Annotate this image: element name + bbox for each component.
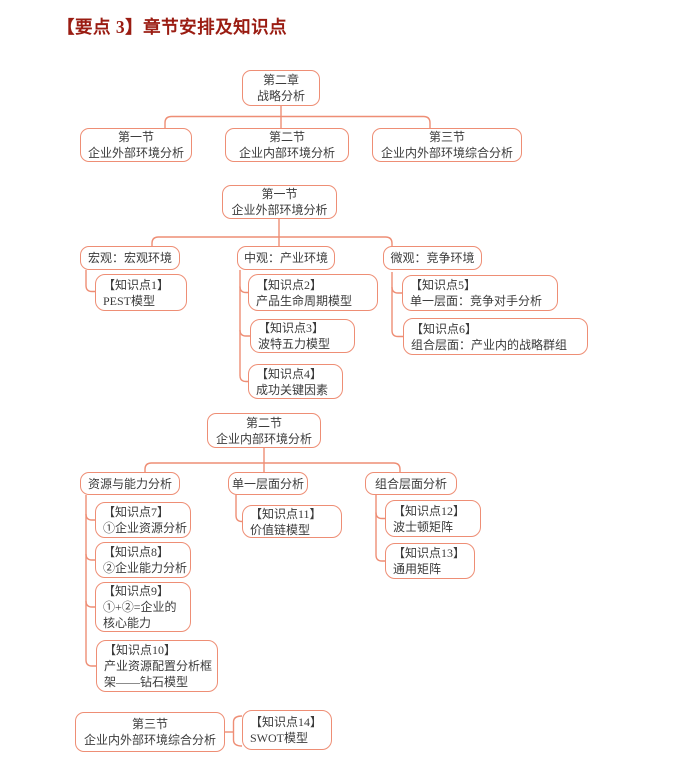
- node-micro-env-label: 微观：竞争环境: [390, 251, 475, 265]
- node-macro-env-label: 宏观：宏观环境: [87, 251, 172, 265]
- kp11-title: 【知识点11】: [250, 506, 322, 521]
- node-combined-level: 组合层面分析: [365, 472, 457, 495]
- kp1-title: 【知识点1】: [103, 277, 170, 292]
- knowledge-point-13: 【知识点13】 通用矩阵: [385, 543, 475, 579]
- node-chapter2: 第二章 战略分析: [242, 70, 320, 106]
- kp13-title: 【知识点13】: [393, 546, 466, 560]
- node-section1: 第一节 企业外部环境分析: [80, 128, 192, 162]
- knowledge-point-2: 【知识点2】 产品生命周期模型: [248, 274, 378, 311]
- page-title: 【要点 3】章节安排及知识点: [57, 17, 288, 37]
- kp13-body: 通用矩阵: [393, 562, 442, 576]
- kp3-title: 【知识点3】: [258, 321, 325, 335]
- kp8-body: ②企业能力分析: [103, 561, 188, 575]
- node-chapter2-line2: 战略分析: [256, 89, 305, 103]
- node-section1-line2: 企业外部环境分析: [87, 146, 184, 160]
- kp2-title: 【知识点2】: [256, 277, 323, 292]
- kp6-body: 组合层面：产业内的战略群组: [411, 337, 568, 352]
- kp3-body: 波特五力模型: [258, 337, 331, 351]
- node-section1-root-line1: 第一节: [261, 187, 298, 201]
- kp4-title: 【知识点4】: [256, 366, 323, 381]
- kp4-body: 成功关键因素: [256, 382, 329, 397]
- kp14-title: 【知识点14】: [250, 715, 323, 729]
- kp8-title: 【知识点8】: [103, 545, 170, 559]
- kp2-body: 产品生命周期模型: [256, 293, 353, 308]
- kp5-body: 单一层面：竞争对手分析: [410, 294, 543, 308]
- knowledge-point-3: 【知识点3】 波特五力模型: [250, 319, 355, 353]
- knowledge-point-10: 【知识点10】 产业资源配置分析框架——钻石模型: [96, 640, 218, 692]
- kp5-title: 【知识点5】: [410, 278, 477, 292]
- kp11-body: 价值链模型: [250, 522, 311, 537]
- node-meso-env-label: 中观：产业环境: [243, 251, 328, 265]
- kp12-body: 波士顿矩阵: [393, 519, 454, 534]
- node-section3: 第三节 企业内外部环境综合分析: [372, 128, 522, 162]
- node-resources-capability: 资源与能力分析: [80, 472, 180, 495]
- node-section2-root: 第二节 企业内部环境分析: [207, 413, 321, 448]
- node-single-level: 单一层面分析: [228, 472, 308, 495]
- node-section2-root-line1: 第二节: [245, 415, 282, 430]
- node-section2-line2: 企业内部环境分析: [238, 146, 335, 160]
- node-section2: 第二节 企业内部环境分析: [225, 128, 349, 162]
- kp12-title: 【知识点12】: [393, 503, 466, 518]
- node-section2-line1: 第二节: [268, 130, 305, 144]
- node-section1-line1: 第一节: [117, 130, 154, 144]
- kp14-body: SWOT模型: [250, 731, 308, 745]
- knowledge-point-7: 【知识点7】 ①企业资源分析: [95, 502, 191, 538]
- kp10-body: 产业资源配置分析框架——钻石模型: [104, 659, 213, 689]
- node-meso-env: 中观：产业环境: [237, 246, 335, 270]
- knowledge-point-5: 【知识点5】 单一层面：竞争对手分析: [402, 275, 558, 311]
- kp9-title: 【知识点9】: [103, 584, 170, 598]
- node-macro-env: 宏观：宏观环境: [80, 246, 180, 270]
- knowledge-point-11: 【知识点11】 价值链模型: [242, 505, 342, 538]
- knowledge-point-8: 【知识点8】 ②企业能力分析: [95, 542, 191, 578]
- node-micro-env: 微观：竞争环境: [383, 246, 482, 270]
- node-resources-capability-label: 资源与能力分析: [87, 476, 172, 491]
- knowledge-point-4: 【知识点4】 成功关键因素: [248, 364, 343, 399]
- kp10-title: 【知识点10】: [104, 643, 177, 657]
- kp6-title: 【知识点6】: [411, 321, 478, 336]
- knowledge-point-9: 【知识点9】 ①+②=企业的核心能力: [95, 582, 191, 632]
- node-section1-root: 第一节 企业外部环境分析: [222, 185, 337, 219]
- node-single-level-label: 单一层面分析: [231, 476, 304, 491]
- knowledge-point-6: 【知识点6】 组合层面：产业内的战略群组: [403, 318, 588, 355]
- node-section2-root-line2: 企业内部环境分析: [215, 431, 312, 446]
- node-combined-level-label: 组合层面分析: [374, 476, 447, 491]
- node-section1-root-line2: 企业外部环境分析: [231, 203, 328, 217]
- knowledge-point-12: 【知识点12】 波士顿矩阵: [385, 500, 481, 537]
- node-chapter2-line1: 第二章: [262, 73, 299, 87]
- kp7-body: ①企业资源分析: [103, 521, 188, 535]
- node-section3-line2: 企业内外部环境综合分析: [380, 146, 513, 160]
- knowledge-point-1: 【知识点1】 PEST模型: [95, 274, 187, 311]
- node-section3-root-line1: 第三节: [131, 717, 168, 731]
- kp1-body: PEST模型: [103, 293, 156, 308]
- node-section3-line1: 第三节: [428, 130, 465, 144]
- node-section3-root-line2: 企业内外部环境综合分析: [83, 733, 216, 747]
- kp7-title: 【知识点7】: [103, 505, 170, 519]
- node-section3-root: 第三节 企业内外部环境综合分析: [75, 712, 225, 752]
- kp9-body: ①+②=企业的核心能力: [103, 600, 177, 630]
- knowledge-point-14: 【知识点14】 SWOT模型: [242, 710, 332, 750]
